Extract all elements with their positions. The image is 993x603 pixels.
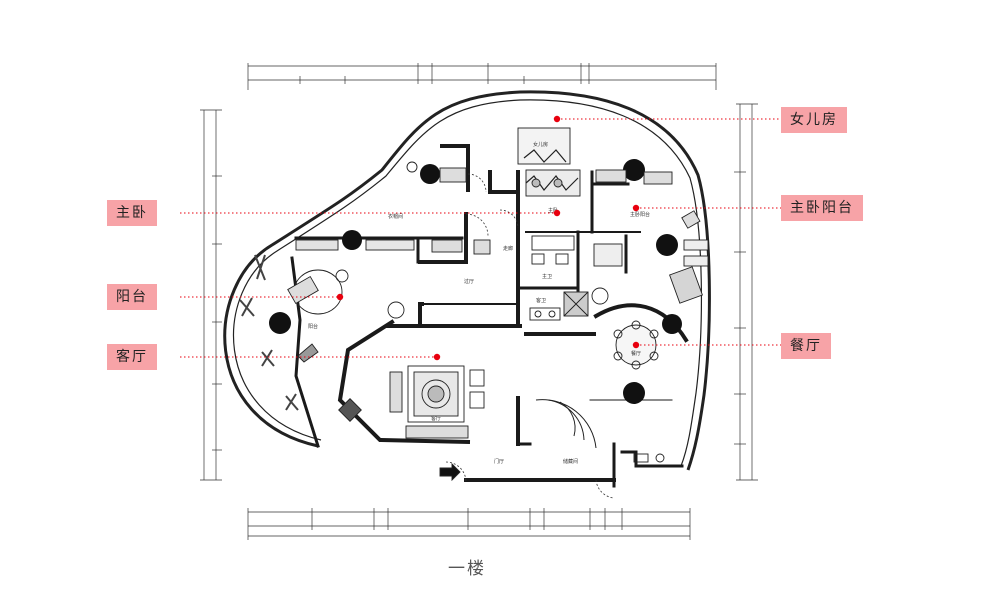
callout-master-bedroom: 主卧	[107, 200, 157, 226]
callout-dining-room: 餐厅	[781, 333, 831, 359]
leader-lines	[180, 118, 781, 358]
location-markers	[336, 115, 640, 361]
marker-dining-room	[632, 341, 640, 349]
room-label-storage: 储藏间	[563, 458, 578, 465]
callout-balcony: 阳台	[107, 284, 157, 310]
marker-daughter-room	[553, 115, 561, 123]
floor-title: 一楼	[448, 559, 486, 579]
outer-shell	[223, 90, 711, 471]
marker-master-bedroom	[553, 209, 561, 217]
room-label-foyer: 门厅	[494, 458, 504, 465]
room-label-cloakroom: 衣帽间	[388, 213, 403, 220]
room-labels: 女儿房 主卧 主卧阳台 衣帽间 走廊 过厅 主卫 客卫 阳台 餐厅 客厅 门厅 …	[308, 141, 650, 465]
door-swings	[445, 173, 615, 499]
callout-daughter-room: 女儿房	[781, 107, 847, 133]
room-label-guest-bath: 客卫	[536, 297, 546, 304]
room-label-master-balcony: 主卧阳台	[630, 211, 650, 218]
room-label-master: 主卧	[548, 207, 558, 214]
callout-living-room: 客厅	[107, 344, 157, 370]
marker-master-balcony	[632, 204, 640, 212]
room-label-living: 客厅	[431, 415, 441, 422]
room-label-dining: 餐厅	[631, 350, 641, 357]
furniture	[239, 127, 709, 482]
dimension-lines	[200, 63, 758, 540]
room-label-master-bath: 主卫	[542, 273, 552, 280]
room-label-corridor: 走廊	[503, 245, 513, 252]
room-label-daughter: 女儿房	[533, 141, 548, 148]
marker-balcony	[336, 293, 344, 301]
marker-living-room	[433, 353, 441, 361]
room-label-hall: 过厅	[464, 278, 474, 285]
callout-master-balcony: 主卧阳台	[781, 195, 863, 221]
room-label-balcony: 阳台	[308, 323, 318, 330]
structural-columns	[269, 159, 682, 404]
walls	[290, 144, 689, 488]
